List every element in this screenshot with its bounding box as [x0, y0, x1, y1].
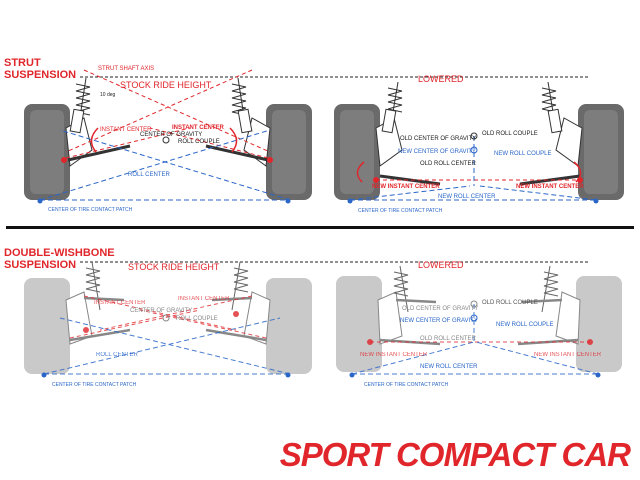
left-strut-spring [69, 77, 91, 134]
new-instant-center-label-right: NEW INSTANT CENTER [534, 352, 602, 358]
contact-patch-left-dot [347, 198, 353, 204]
left-strut-spring [381, 81, 403, 134]
cg-marker [162, 314, 170, 322]
new-roll-couple-label: NEW ROLL COUPLE [496, 322, 553, 328]
left-coilover [393, 265, 409, 313]
new-cg-marker [470, 146, 478, 154]
contact-patch-right-dot [285, 198, 291, 204]
right-strut-spring [541, 81, 563, 134]
wishbone-lowered-panel: LOWERED OLD ROLL COUPLE OLD CENTER OF GR… [330, 260, 622, 388]
instant-center-label-right: INSTANT CENTER [178, 296, 230, 302]
new-cg-marker [470, 314, 478, 322]
contact-patch-left-dot [349, 372, 355, 378]
old-roll-center-label: OLD ROLL CENTER [420, 336, 476, 342]
contact-patch-label: CENTER OF TIRE CONTACT PATCH [364, 382, 449, 388]
instant-center-label-right: INSTANT CENTER [172, 125, 225, 131]
contact-patch-left-dot [41, 372, 47, 378]
lowered-label: LOWERED [418, 74, 464, 84]
center-of-gravity-label: CENTER OF GRAVITY [140, 132, 202, 138]
new-cg-label: NEW CENTER OF GRAVITY [398, 149, 476, 155]
contact-patch-label: CENTER OF TIRE CONTACT PATCH [52, 382, 137, 388]
center-of-gravity-label: CENTER OF GRAVITY [130, 308, 192, 314]
wishbone-stock-panel: STOCK RIDE HEIGHT INSTANT CENTER INSTANT… [24, 261, 330, 388]
angle-label: 10 deg [100, 92, 116, 98]
instant-center-label-left: INSTANT CENTER [100, 127, 152, 133]
right-coilover [541, 265, 559, 313]
right-instant-center-dot [233, 311, 239, 317]
new-roll-center-label: NEW ROLL CENTER [420, 364, 478, 370]
strut-title-line1: STRUT [4, 57, 41, 69]
old-cg-label: OLD CENTER OF GRAVITY [402, 306, 478, 312]
contact-patch-right-dot [593, 198, 599, 204]
strut-title-line2: SUSPENSION [4, 69, 76, 81]
lowered-label: LOWERED [418, 260, 464, 270]
left-instant-center-dot [61, 157, 67, 163]
roll-couple-label: ROLL COUPLE [176, 316, 218, 322]
right-strut-spring [231, 77, 253, 134]
strut-lowered-panel: LOWERED OLD CENTER OF GRAVITY OLD ROLL C… [330, 74, 624, 214]
stock-ride-height-label: STOCK RIDE HEIGHT [120, 80, 212, 90]
wishbone-title-line1: DOUBLE-WISHBONE [4, 247, 115, 259]
old-roll-couple-label: OLD ROLL COUPLE [482, 131, 538, 137]
tire-right [576, 276, 622, 372]
new-roll-center-label: NEW ROLL CENTER [438, 194, 496, 200]
roll-center-label: ROLL CENTER [128, 172, 170, 178]
old-cg-marker [470, 132, 478, 140]
tire-right [266, 278, 312, 374]
roll-center-label: ROLL CENTER [96, 352, 138, 358]
left-instant-center-dot [83, 327, 89, 333]
new-instant-center-dot-left [367, 339, 373, 345]
new-instant-center-dot-right [577, 177, 583, 183]
strut-stock-panel: STRUT SHAFT AXIS 10 deg STOCK RIDE HEIGH… [24, 66, 330, 213]
sport-compact-car-logo: SPORT COMPACT CAR [280, 436, 631, 473]
contact-patch-left-dot [37, 198, 43, 204]
tire-left [336, 276, 382, 372]
tire-left [24, 278, 70, 374]
section-divider [6, 226, 634, 229]
new-cg-label: NEW CENTER OF GRAVITY [400, 318, 478, 324]
right-coilover [231, 261, 249, 311]
contact-patch-label: CENTER OF TIRE CONTACT PATCH [48, 207, 133, 213]
left-coilover [85, 261, 101, 311]
new-instant-center-label-left: NEW INSTANT CENTER [372, 184, 440, 190]
old-roll-center-label: OLD ROLL CENTER [420, 161, 476, 167]
contact-patch-label: CENTER OF TIRE CONTACT PATCH [358, 208, 443, 214]
new-roll-couple-label: NEW ROLL COUPLE [494, 151, 551, 157]
strut-shaft-axis-label: STRUT SHAFT AXIS [98, 66, 154, 72]
wishbone-title-line2: SUSPENSION [4, 259, 76, 271]
new-instant-center-dot-right [587, 339, 593, 345]
new-instant-center-label-right: NEW INSTANT CENTER [516, 184, 584, 190]
roll-couple-label: ROLL COUPLE [178, 139, 220, 145]
contact-patch-right-dot [595, 372, 601, 378]
cg-marker [162, 136, 170, 144]
new-instant-center-dot-left [373, 177, 379, 183]
old-cg-marker [470, 300, 478, 308]
stock-ride-height-label: STOCK RIDE HEIGHT [128, 262, 220, 272]
new-instant-center-label-left: NEW INSTANT CENTER [360, 352, 428, 358]
old-roll-couple-label: OLD ROLL COUPLE [482, 300, 538, 306]
contact-patch-right-dot [285, 372, 291, 378]
instant-center-label-left: INSTANT CENTER [94, 300, 146, 306]
old-cg-label: OLD CENTER OF GRAVITY [400, 136, 476, 142]
right-instant-center-dot [267, 157, 273, 163]
